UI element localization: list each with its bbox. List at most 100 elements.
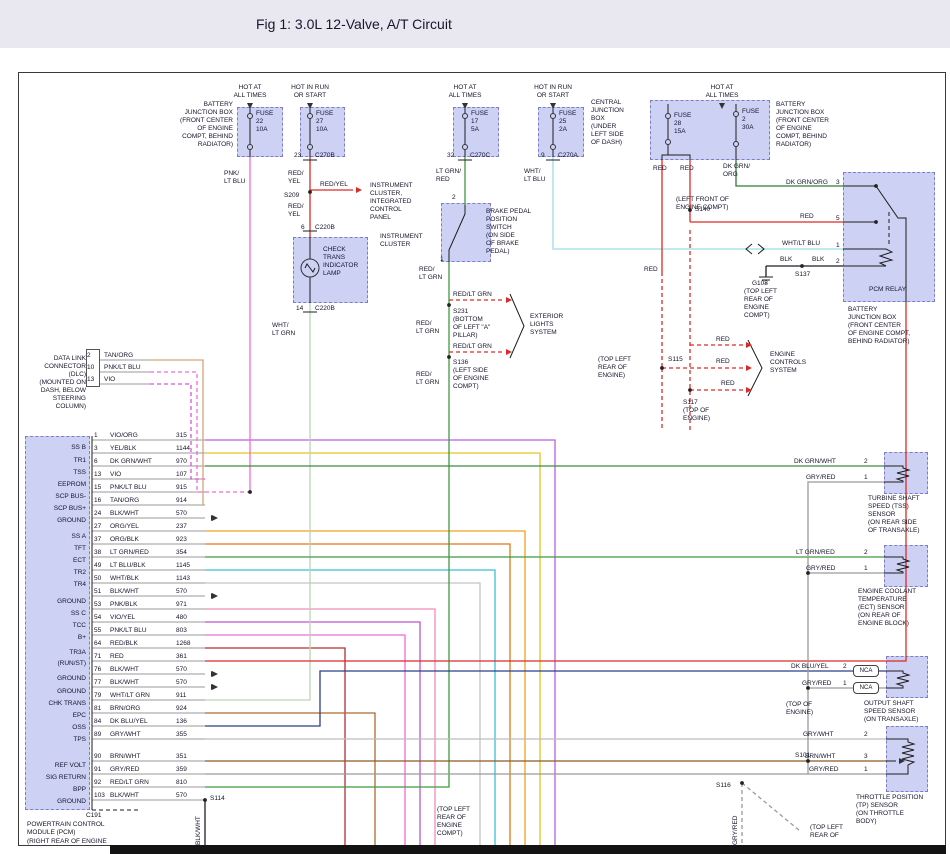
dlc-pin-number: 10 [87,364,95,371]
diagram-label: 1 [836,242,840,249]
pcm-pin-number: 103 [94,792,105,799]
pcm-pin-number: 27 [94,523,102,530]
pcm-pin-number: 92 [94,779,102,786]
diagram-label: RED/ LT GRN [416,320,440,335]
diagram-label: RED [644,266,658,273]
pcm-circuit-number: 570 [176,666,187,673]
pcm-circuit-number: 1143 [176,575,190,582]
diagram-label: S115 [668,356,683,363]
diagram-label: (TOP LEFT REAR OF [810,824,843,839]
pcm-wire-color: YEL/BLK [110,445,137,452]
pcm-function-label: GROUND [57,517,86,524]
pcm-function-label: TSS [73,469,86,476]
diagram-label: FUSE 25 2A [559,110,577,133]
diagram-label: WHT/ LT BLU [524,168,546,183]
diagram-label: (TOP LEFT REAR OF ENGINE) [598,356,631,379]
pcm-function-label: TR1 [73,457,86,464]
pcm-pin-number: 13 [94,471,102,478]
dlc-pin-number: 2 [87,352,91,359]
pcm-pin-number: 84 [94,718,102,725]
pcm-pin-number: 38 [94,549,102,556]
pcm-wire-color: BLK/WHT [110,666,139,673]
pcm-circuit-number: 136 [176,718,187,725]
diagram-label: (RIGHT REAR OF ENGINE [27,838,107,845]
pcm-function-label: GROUND [57,675,86,682]
pcm-function-label: SS B [71,444,86,451]
diagram-label: FUSE 28 15A [674,112,692,135]
diagram-label: S231 [453,308,469,315]
pcm-wire-color: RED/BLK [110,640,138,647]
dlc-label: DATA LINK CONNECTOR (DLC) (MOUNTED ON DA… [39,355,86,410]
pcm-wire-color: RED [110,653,124,660]
pcm-pin-number: 71 [94,653,102,660]
pcm-relay-box [843,172,935,302]
pcm-wire-color: GRY/WHT [110,731,141,738]
diagram-label: RED/ LT GRN [419,266,443,281]
diagram-label: RED/ YEL [288,170,304,185]
diagram-label: 5 [836,215,840,222]
diagram-label: S137 [795,271,811,278]
pcm-function-label: GROUND [57,798,86,805]
pcm-pin-number: 50 [94,575,102,582]
diagram-label: (LEFT SIDE OF ENGINE COMPT) [453,367,489,390]
diagram-label: (TOP LEFT REAR OF ENGINE COMPT) [437,806,470,837]
pcm-pin-number: 91 [94,766,102,773]
pcm-wire-color: PNK/BLK [110,601,138,608]
pcm-function-label: EEPROM [57,481,86,488]
diagram-label: S209 [284,192,300,199]
pcm-pin-number: 77 [94,679,102,686]
pcm-wire-color: DK GRN/WHT [110,458,152,465]
pcm-function-label: CHK TRANS [48,700,86,707]
pcm-circuit-number: 923 [176,536,187,543]
pcm-pin-number: 89 [94,731,102,738]
diagram-label: (BOTTOM OF LEFT "A" PILLAR) [453,316,491,339]
diagram-label: S101 [795,752,811,759]
diagram-label: RED/ YEL [288,203,304,218]
diagram-label: 2 [836,258,840,265]
pcm-pin-number: 1 [94,432,98,439]
diagram-label: 9 [541,152,545,159]
diagram-label: 3 [864,753,868,760]
pcm-wire-color: VIO/ORG [110,432,138,439]
diagram-label: RED [800,213,814,220]
diagram-label: BLK [812,256,825,263]
diagram-label: S136 [453,359,469,366]
diagram-label: C191 [86,812,102,819]
diagram-label: (TOP LEFT REAR OF ENGINE COMPT) [744,288,777,319]
pcm-pin-number: 79 [94,692,102,699]
pcm-function-label: SCP BUS- [55,493,86,500]
pcm-wire-color: WHT/BLK [110,575,139,582]
pcm-function-label: GROUND [57,598,86,605]
pcm-wire-color: RED/LT GRN [110,779,149,786]
pcm-pin-number: 15 [94,484,102,491]
diagram-label: 14 [296,305,304,312]
pcm-wire-color: BRN/WHT [110,753,141,760]
diagram-label: GRY/RED [806,474,836,481]
pcm-circuit-number: 1144 [176,445,190,452]
battery-junction-label-right: BATTERY JUNCTION BOX (FRONT CENTER OF EN… [776,101,829,148]
pcm-function-label: BPP [72,786,86,793]
pcm-label: POWERTRAIN CONTROL MODULE (PCM) [27,821,105,836]
diagram-label: HOT IN RUN OR START [291,84,329,99]
pcm-circuit-number: 107 [176,471,187,478]
diagram-label: WHT/ LT GRN [272,322,296,337]
diagram-label: HOT AT ALL TIMES [448,84,482,99]
diagram-label: GRY/RED [732,815,739,846]
tss-sensor-box [884,452,928,494]
dlc-pin-box [86,349,100,387]
diagram-label: FUSE 2 30A [742,108,760,131]
diagram-label: GRY/WHT [803,731,834,738]
diagram-label: FUSE 22 10A [256,110,274,133]
diagram-label: G108 [752,280,768,287]
diagram-label: FUSE 27 10A [316,110,334,133]
pcm-pin-number: 81 [94,705,102,712]
nca-connector: NCA [853,682,879,694]
diagram-label: GRY/RED [806,565,836,572]
diagram-label: RED [680,165,694,172]
pcm-pin-number: 76 [94,666,102,673]
diagram-label: S117 (TOP OF ENGINE) [683,399,711,422]
diagram-label: RED/YEL [320,181,348,188]
diagram-label: 1 [843,680,847,687]
diagram-label: 1 [440,256,444,263]
pcm-function-label: SS C [70,610,86,617]
